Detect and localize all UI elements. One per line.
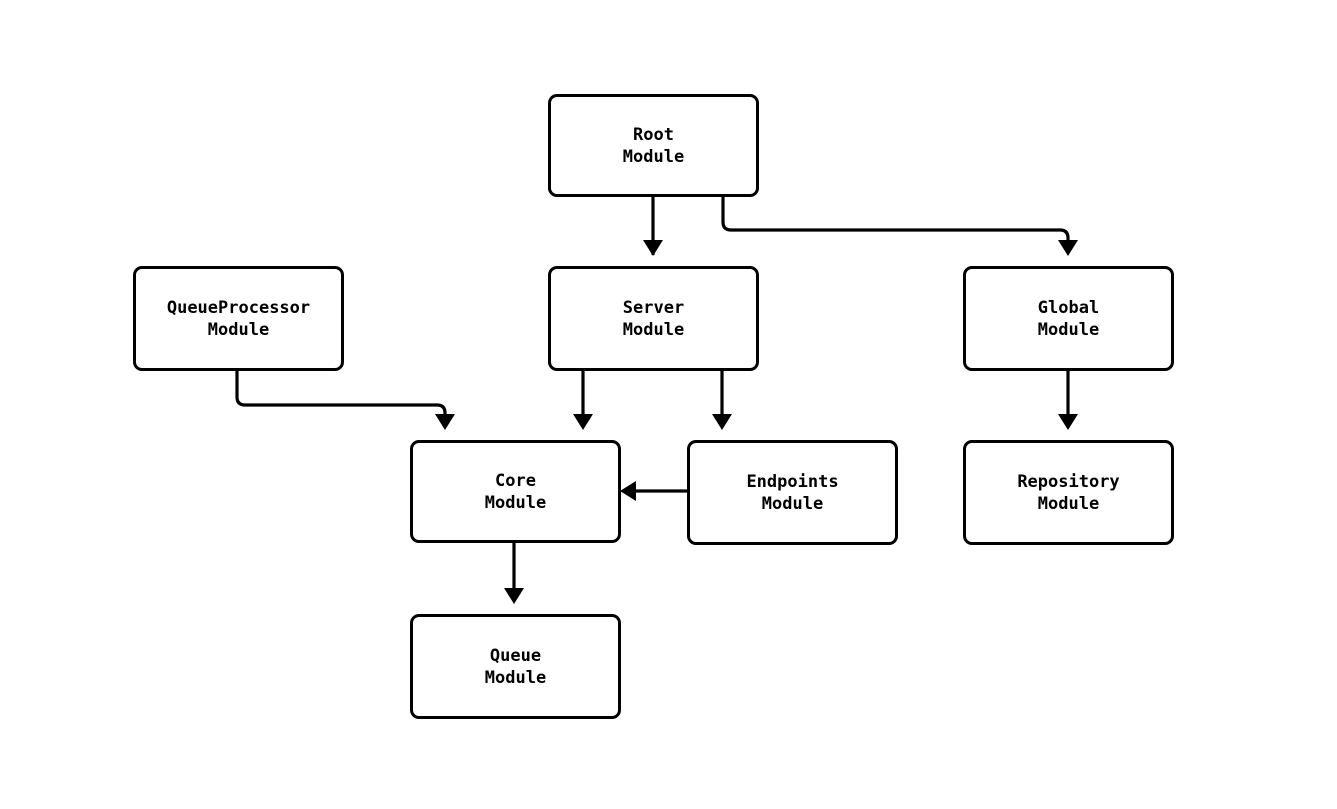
node-queueprocessor-module-line2: Module: [207, 319, 270, 340]
edge-core-to-queue: [504, 543, 524, 604]
node-root-module[interactable]: Root Module: [548, 94, 759, 197]
node-queue-module-line1: Queue: [489, 645, 542, 666]
node-queue-module[interactable]: Queue Module: [410, 614, 621, 719]
node-global-module-line1: Global: [1037, 297, 1100, 318]
node-queue-module-line2: Module: [484, 667, 547, 688]
edge-queueprocessor-to-core: [235, 371, 455, 430]
edge-server-to-core: [573, 371, 593, 430]
node-global-module-line2: Module: [1037, 319, 1100, 340]
node-endpoints-module-line1: Endpoints: [746, 471, 839, 492]
edge-server-to-endpoints: [712, 371, 732, 430]
node-root-module-line1: Root: [633, 124, 674, 145]
node-server-module-line2: Module: [622, 319, 685, 340]
node-endpoints-module[interactable]: Endpoints Module: [687, 440, 898, 545]
node-server-module-line1: Server: [622, 297, 685, 318]
node-queueprocessor-module-line1: QueueProcessor: [166, 297, 311, 318]
node-endpoints-module-line2: Module: [761, 493, 824, 514]
node-root-module-line2: Module: [622, 146, 685, 167]
node-repository-module[interactable]: Repository Module: [963, 440, 1174, 545]
node-core-module[interactable]: Core Module: [410, 440, 621, 543]
node-core-module-line2: Module: [484, 492, 547, 513]
node-core-module-line1: Core: [495, 470, 536, 491]
node-repository-module-line1: Repository: [1017, 471, 1120, 492]
node-queueprocessor-module[interactable]: QueueProcessor Module: [133, 266, 344, 371]
edge-root-to-global: [721, 197, 1078, 256]
edge-endpoints-to-core: [620, 481, 687, 501]
node-repository-module-line2: Module: [1037, 493, 1100, 514]
node-global-module[interactable]: Global Module: [963, 266, 1174, 371]
edge-global-to-repository: [1058, 371, 1078, 430]
edge-root-to-server: [643, 197, 663, 256]
node-server-module[interactable]: Server Module: [548, 266, 759, 371]
